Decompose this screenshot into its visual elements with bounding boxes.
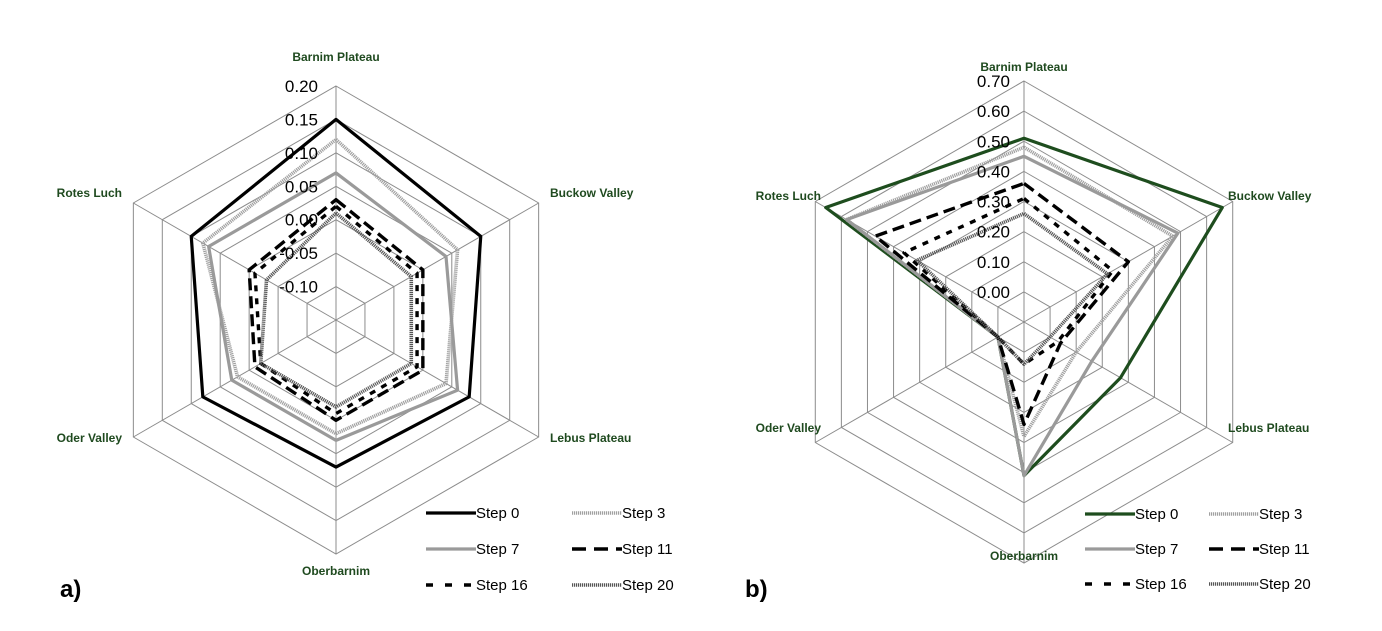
legend-label: Step 11 xyxy=(1259,541,1310,558)
tick-labels: 0.00 0.10 0.20 0.30 0.40 0.50 0.60 0.70 xyxy=(977,72,1010,302)
tick-label: 0.20 xyxy=(285,77,318,96)
category-label: Barnim Plateau xyxy=(292,50,379,64)
legend: Step 0 Step 3 Step 7 Step 11 Step 16 Step 20 xyxy=(426,505,674,594)
tick-label: 0.70 xyxy=(977,72,1010,91)
series-line-step-7 xyxy=(844,154,1180,478)
category-label: Barnim Plateau xyxy=(980,60,1067,74)
grid-spoke xyxy=(815,321,1025,443)
grid-spoke xyxy=(133,319,337,438)
legend-label: Step 3 xyxy=(622,505,665,522)
series-group xyxy=(189,117,483,469)
series-line-step-20 xyxy=(258,211,414,409)
series-group xyxy=(824,136,1224,478)
legend-label: Step 20 xyxy=(622,577,674,594)
tick-label: -0.05 xyxy=(279,244,318,263)
series-line-step-11 xyxy=(247,197,425,422)
category-label: Lebus Plateau xyxy=(550,431,631,445)
series-line-step-7 xyxy=(207,171,460,442)
category-label: Oberbarnim xyxy=(990,549,1058,563)
legend: Step 0 Step 3 Step 7 Step 11 Step 16 Step 20 xyxy=(1085,506,1311,593)
grid-spoke xyxy=(335,319,539,438)
series-line-step-11 xyxy=(873,181,1131,427)
legend-label: Step 0 xyxy=(1135,506,1178,523)
series-line-step-0 xyxy=(189,117,483,469)
series-line-step-20 xyxy=(915,211,1110,366)
tick-label: 0.20 xyxy=(977,223,1010,242)
tick-label: 0.00 xyxy=(285,211,318,230)
tick-label: 0.10 xyxy=(285,144,318,163)
legend-label: Step 3 xyxy=(1259,506,1302,523)
tick-label: 0.10 xyxy=(977,253,1010,272)
series-line-step-16 xyxy=(902,196,1115,366)
category-label: Oder Valley xyxy=(57,431,123,445)
tick-label: 0.40 xyxy=(977,162,1010,181)
grid-spoke xyxy=(335,202,539,321)
tick-label: 0.15 xyxy=(285,110,318,129)
legend-label: Step 16 xyxy=(476,577,528,594)
tick-labels: -0.10 -0.05 0.00 0.05 0.10 0.15 0.20 xyxy=(279,77,318,297)
legend-label: Step 20 xyxy=(1259,576,1311,593)
legend-label: Step 16 xyxy=(1135,576,1187,593)
grid-spoke xyxy=(1023,321,1233,443)
category-label: Oberbarnim xyxy=(302,564,370,578)
category-label: Buckow Valley xyxy=(550,186,634,200)
category-label: Buckow Valley xyxy=(1228,189,1312,203)
legend-label: Step 0 xyxy=(476,505,519,522)
category-label: Rotes Luch xyxy=(57,186,122,200)
panel-label: a) xyxy=(60,576,81,603)
tick-label: 0.05 xyxy=(285,177,318,196)
tick-label: 0.60 xyxy=(977,102,1010,121)
panel-label: b) xyxy=(745,576,768,603)
tick-label: 0.30 xyxy=(977,193,1010,212)
series-line-step-16 xyxy=(253,204,419,416)
category-label: Lebus Plateau xyxy=(1228,421,1309,435)
category-label: Rotes Luch xyxy=(756,189,821,203)
series-line-step-3 xyxy=(201,137,460,436)
tick-label: -0.10 xyxy=(279,278,318,297)
legend-label: Step 11 xyxy=(622,541,673,558)
tick-label: 0.50 xyxy=(977,132,1010,151)
grid-spoke xyxy=(133,202,337,321)
legend-label: Step 7 xyxy=(1135,541,1178,558)
tick-label: 0.00 xyxy=(977,283,1010,302)
category-label: Oder Valley xyxy=(756,421,822,435)
legend-label: Step 7 xyxy=(476,541,519,558)
